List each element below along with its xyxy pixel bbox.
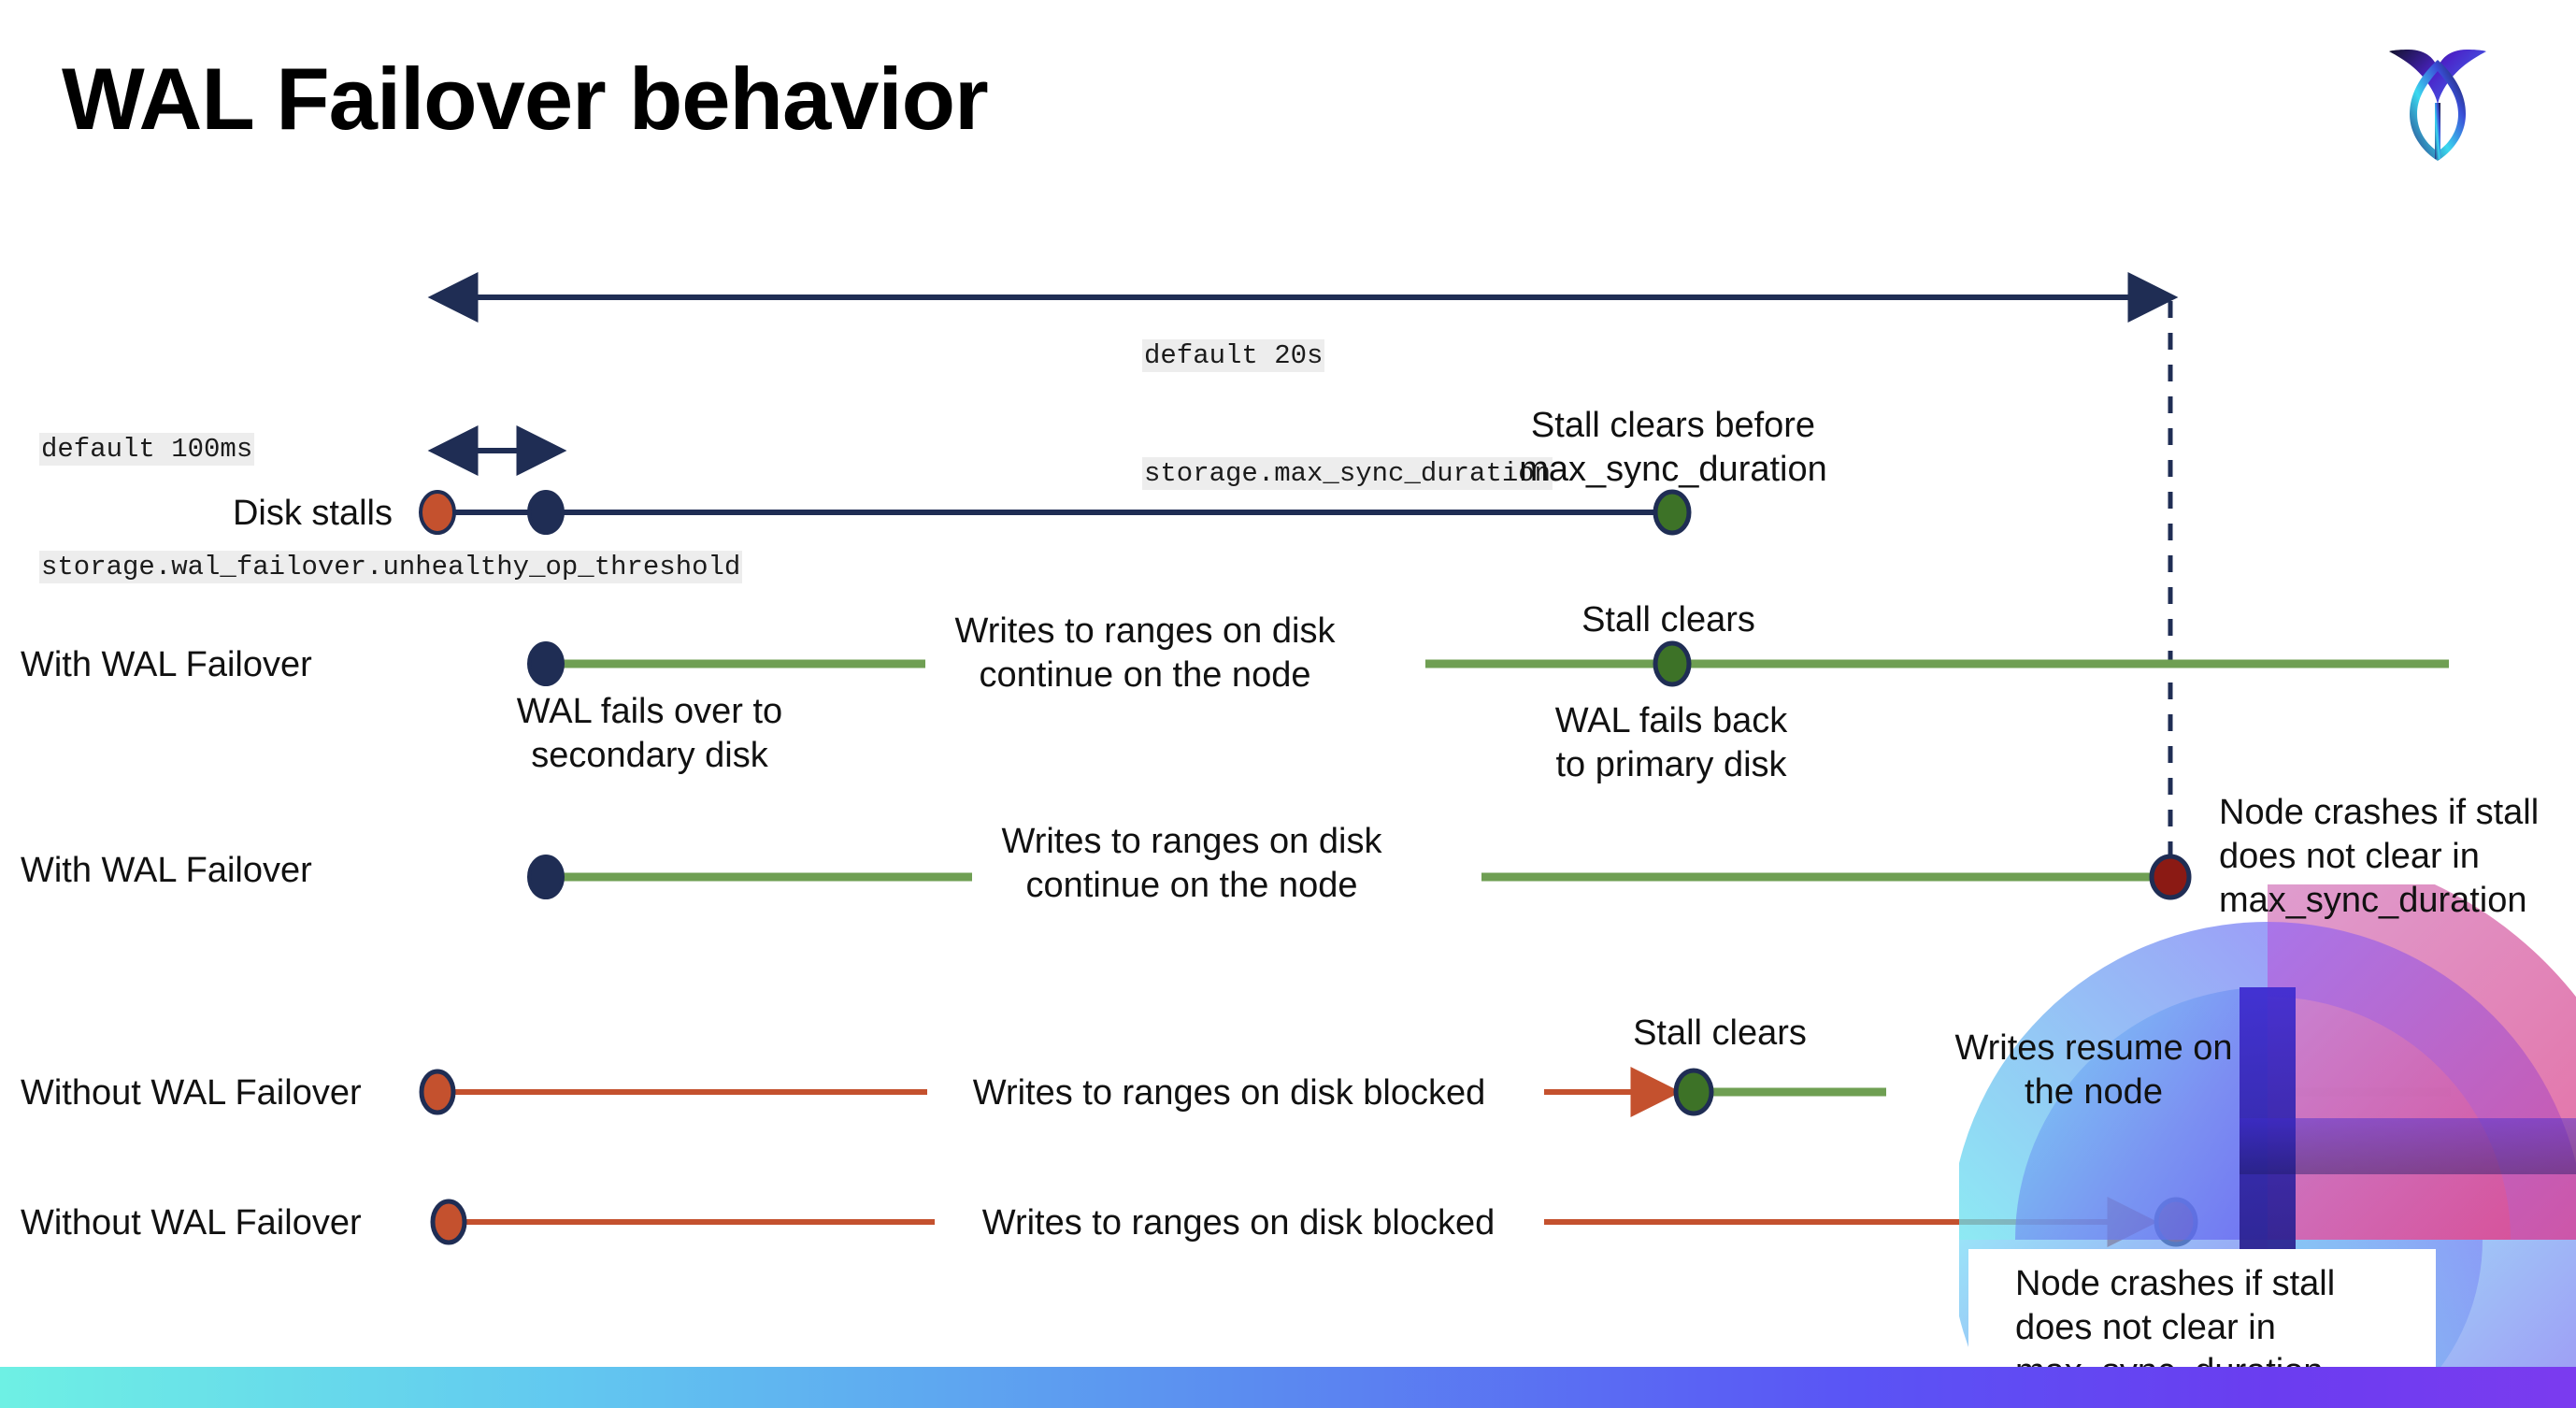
note-wal-fails-back-to-primary-disk: WAL fails back to primary disk bbox=[1554, 701, 1788, 784]
note-node-crashes-1: Node crashes if stall does not clear in … bbox=[2219, 793, 2540, 920]
row-label-with-wal-failover-1: With WAL Failover bbox=[21, 645, 312, 684]
max-sync-duration-setting: storage.max_sync_duration bbox=[1142, 457, 1553, 490]
cockroachdb-logo-icon bbox=[2382, 26, 2494, 165]
note-writes-blocked-1: Writes to ranges on disk blocked bbox=[972, 1073, 1486, 1113]
row-label-without-wal-failover-1: Without WAL Failover bbox=[21, 1073, 362, 1113]
max-sync-duration-annotation: default 20s storage.max_sync_duration bbox=[1142, 258, 1553, 572]
note-stall-clears-2: Stall clears bbox=[1633, 1013, 1807, 1053]
note-wal-fails-over-to-secondary-disk: WAL fails over to secondary disk bbox=[516, 692, 783, 775]
row-label-disk-stalls: Disk stalls bbox=[232, 494, 393, 533]
note-writes-continue-on-node-1: Writes to ranges on disk continue on the… bbox=[954, 611, 1336, 695]
row-with-wal-failover-crash-track bbox=[527, 854, 2192, 900]
bottom-gradient-bar bbox=[0, 1367, 2576, 1408]
row-label-without-wal-failover-2: Without WAL Failover bbox=[21, 1203, 362, 1243]
unhealthy-op-threshold-setting: storage.wal_failover.unhealthy_op_thresh… bbox=[39, 551, 743, 583]
row-label-with-wal-failover-2: With WAL Failover bbox=[21, 851, 312, 890]
row-disk-stalls-track bbox=[419, 489, 1692, 536]
unhealthy-op-threshold-default: default 100ms bbox=[39, 433, 255, 466]
page-title: WAL Failover behavior bbox=[62, 50, 989, 148]
row-with-wal-failover-clears-track bbox=[527, 640, 2449, 687]
note-writes-continue-on-node-2: Writes to ranges on disk continue on the… bbox=[1001, 822, 1382, 905]
note-writes-blocked-2: Writes to ranges on disk blocked bbox=[981, 1203, 1496, 1243]
max-sync-duration-default: default 20s bbox=[1142, 339, 1325, 372]
unhealthy-op-threshold-annotation: default 100ms storage.wal_failover.unhea… bbox=[39, 352, 743, 666]
note-writes-resume-on-the-node: Writes resume on the node bbox=[1954, 1028, 2233, 1112]
note-stall-clears-before-max-sync-duration: Stall clears before max_sync_duration bbox=[1519, 406, 1827, 489]
note-stall-clears-1: Stall clears bbox=[1581, 600, 1755, 639]
